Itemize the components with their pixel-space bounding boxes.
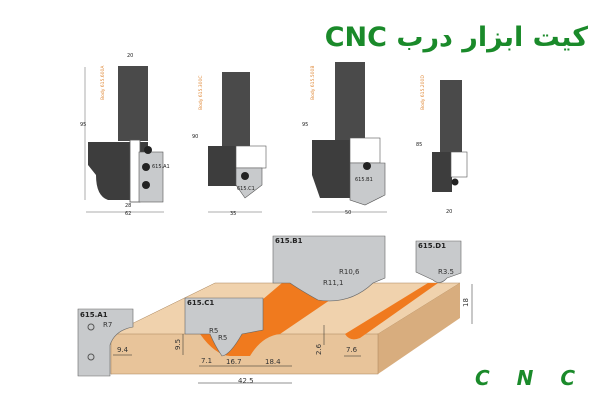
dim-9-5: 9.5 bbox=[174, 339, 182, 350]
knife-label: 615.C1 bbox=[187, 299, 214, 307]
dim-width: 35 bbox=[230, 211, 236, 217]
radius-label: R5 bbox=[218, 334, 227, 342]
wood-profile bbox=[110, 282, 461, 375]
radius-label: R5 bbox=[209, 327, 218, 335]
page-title: کیت ابزار درب CNC bbox=[324, 22, 588, 53]
dim-width: 20 bbox=[446, 209, 452, 215]
dim-width: 50 bbox=[345, 210, 351, 216]
dim-inner: 28 bbox=[125, 203, 131, 209]
bit-insert-label: 615.B1 bbox=[355, 177, 373, 183]
dimensions bbox=[113, 284, 473, 384]
bit-body-label: Body 615.500B bbox=[310, 66, 316, 101]
dim-7-6: 7.6 bbox=[346, 346, 358, 354]
bit-body-label: Body 615.300C bbox=[198, 75, 204, 110]
dim-7-1: 7.1 bbox=[201, 357, 212, 365]
dim-width: 62 bbox=[125, 211, 131, 217]
knife-label: 615.D1 bbox=[418, 242, 446, 250]
dim-height: 95 bbox=[80, 122, 86, 128]
brand-logo: CNC bbox=[475, 366, 575, 390]
knife-615-d1: 615.D1 R3.5 bbox=[415, 240, 462, 283]
bit-insert-label: 615.C1 bbox=[237, 186, 255, 192]
router-bit-c: 615.C1 Body 615.300C 90 35 bbox=[192, 72, 267, 217]
dim-18: 18 bbox=[462, 298, 470, 307]
dim-shank: 20 bbox=[127, 53, 133, 59]
dim-height: 95 bbox=[302, 122, 308, 128]
bit-body-label: Body 615.200D bbox=[420, 75, 426, 110]
dim-16-7: 16.7 bbox=[226, 358, 242, 366]
knife-615-a1: 615.A1 R7 bbox=[77, 308, 134, 377]
knife-label: 615.B1 bbox=[275, 237, 303, 245]
radius-label: R10,6 bbox=[339, 268, 360, 276]
dim-42-5: 42.5 bbox=[238, 377, 254, 385]
dim-height: 90 bbox=[192, 134, 198, 140]
dim-height: 85 bbox=[416, 142, 422, 148]
router-bit-d: Body 615.200D 85 20 bbox=[416, 75, 468, 215]
knife-615-c1: 615.C1 R5 R5 bbox=[184, 297, 264, 357]
router-bit-a: 615.A1 Body 615.600A 20 95 28 62 bbox=[80, 53, 170, 217]
radius-label: R3.5 bbox=[438, 268, 454, 276]
dim-2-6: 2.6 bbox=[315, 343, 323, 355]
bit-body-label: Body 615.600A bbox=[100, 65, 106, 100]
dim-9-4: 9.4 bbox=[117, 346, 129, 354]
router-bit-b: 615.B1 Body 615.500B 95 50 bbox=[302, 62, 387, 216]
knife-615-b1: 615.B1 R10,6 R11,1 bbox=[272, 235, 386, 302]
dim-18-4: 18.4 bbox=[265, 358, 281, 366]
logo-text: CNC bbox=[475, 366, 575, 390]
knife-label: 615.A1 bbox=[80, 311, 108, 319]
radius-label: R11,1 bbox=[323, 279, 343, 287]
bit-insert-label: 615.A1 bbox=[152, 164, 170, 170]
radius-label: R7 bbox=[103, 321, 112, 329]
